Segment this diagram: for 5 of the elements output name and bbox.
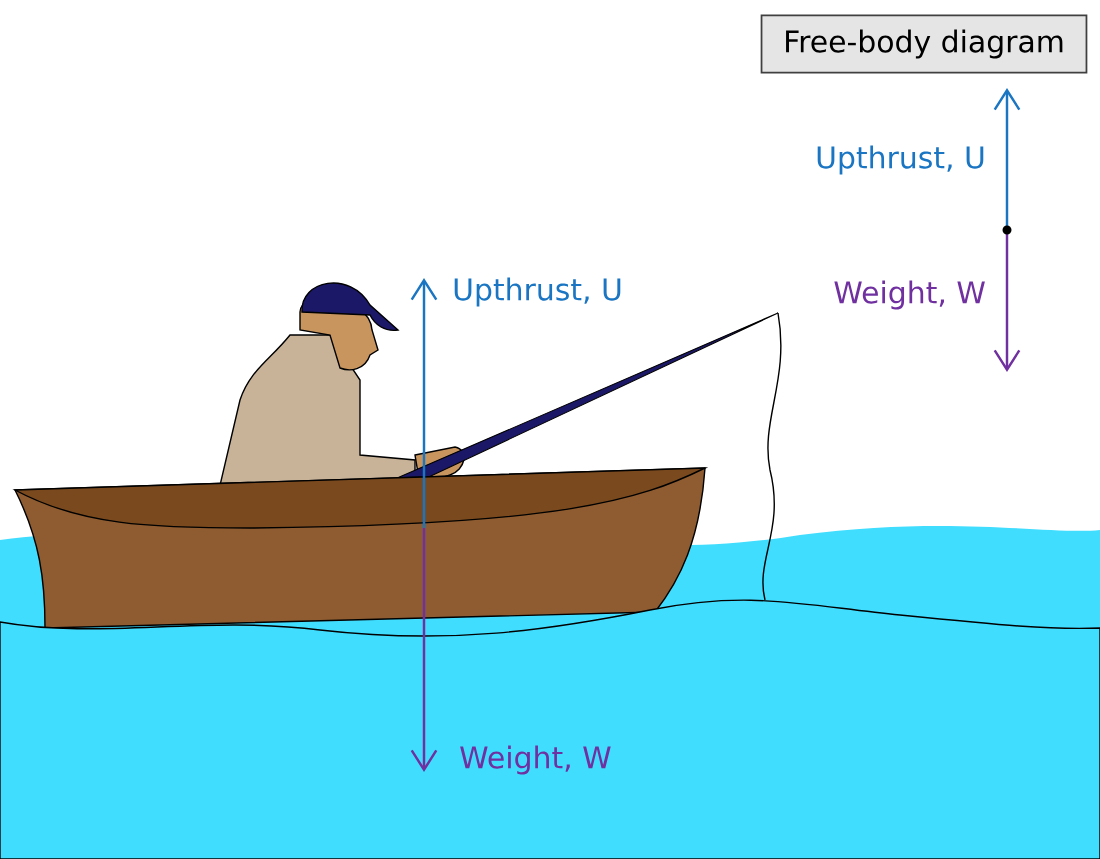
force-label: Upthrust, U [817,145,984,175]
force-label: Weight, W [460,745,611,775]
title-box: Free-body diagram [760,14,1088,74]
force-label: Upthrust, U [454,277,621,307]
force-label: Weight, W [834,280,985,310]
